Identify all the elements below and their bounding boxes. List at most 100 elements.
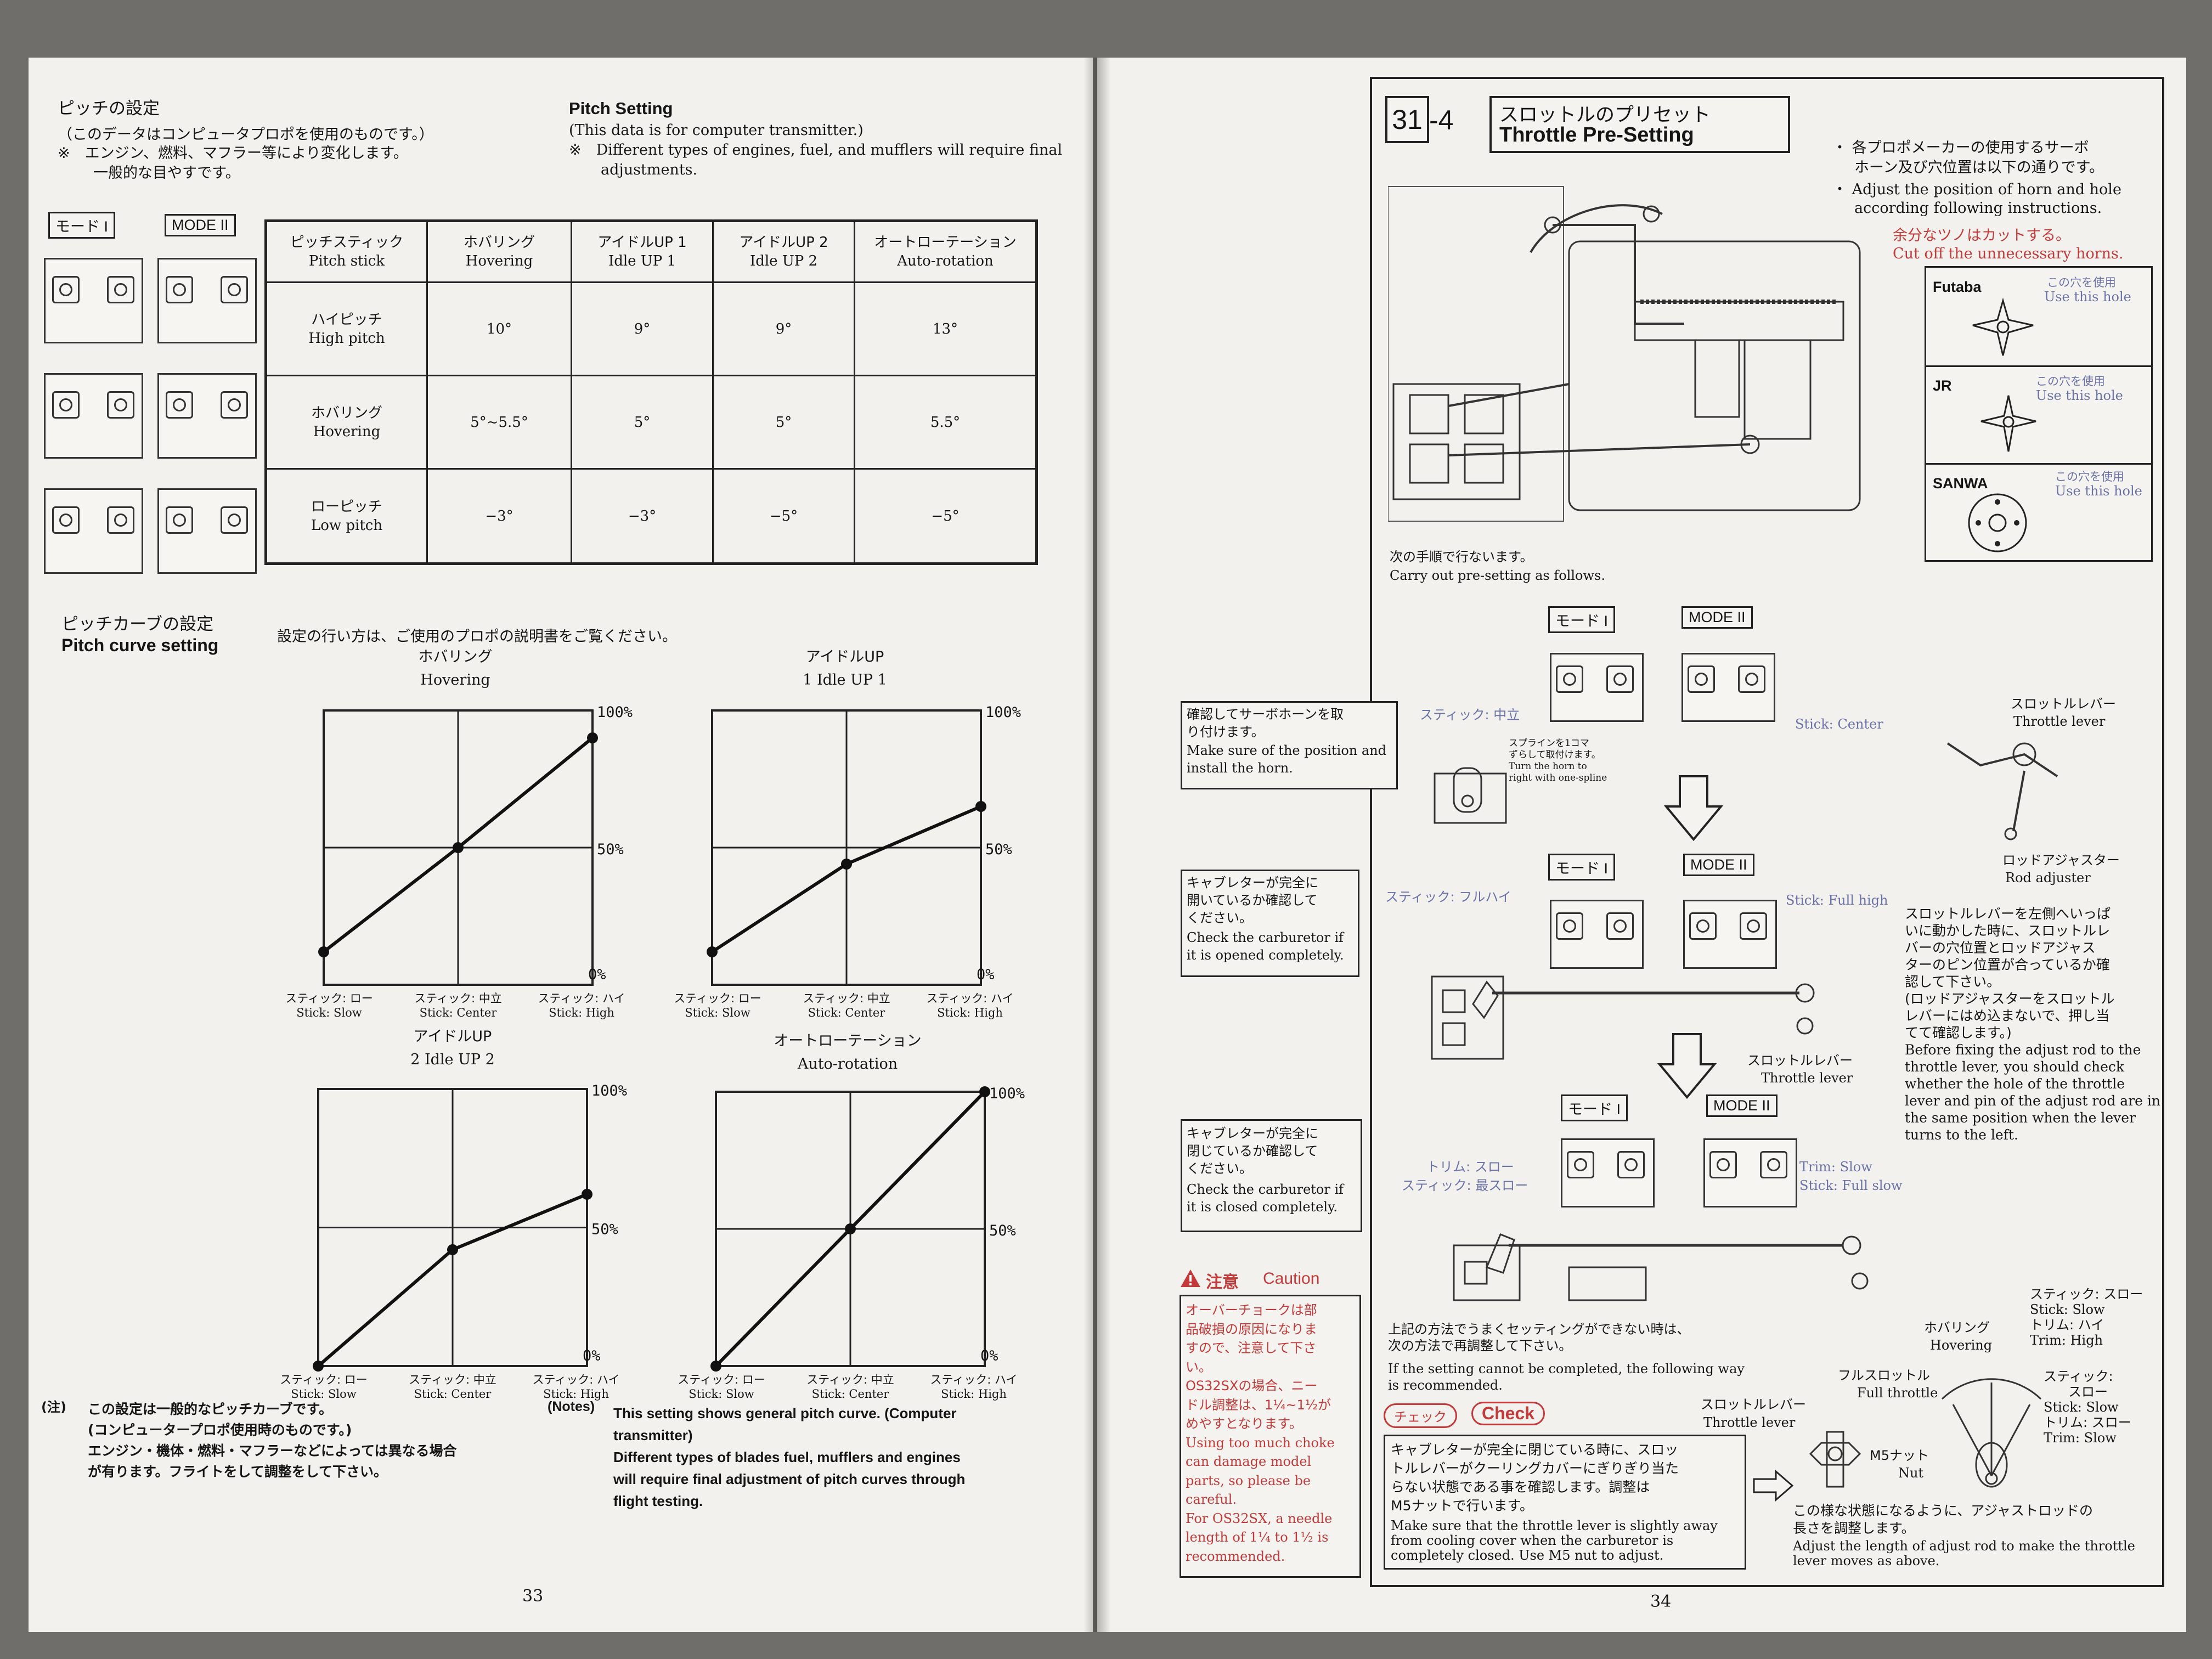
stick-full-high-en: Stick: Full high [1786,893,1888,908]
section-title-box: スロットルのプリセット Throttle Pre-Setting [1489,96,1790,153]
sanwa-horn-icon [1968,493,2027,552]
section-number: 31 [1385,96,1429,143]
chart-x-label-en: Stick: High [941,1387,1007,1401]
chart-x-label-jp: スティック: 中立 [414,992,502,1005]
down-arrow-icon [1663,775,1724,842]
throttle-lever-illustration [1946,742,2058,840]
step3-mode2-label: MODE II [1706,1094,1778,1117]
pitch-note2-jp: ※ エンジン、燃料、マフラー等により変化します。 [58,145,408,162]
transmitter-icon [1550,653,1644,722]
page-number-left: 33 [522,1587,544,1606]
bullet1b-jp: ホーン及び穴位置は以下の通りです。 [1854,159,2104,176]
transmitter-icon [44,258,143,343]
chart-x-label-en: Stick: High [543,1387,609,1401]
notes-label-jp: (注) [41,1400,66,1415]
chart-x-label-en: Stick: Center [808,1006,886,1019]
chart-x-label-en: Stick: Slow [291,1387,357,1401]
chart-title-jp: ホバリング [419,648,493,665]
chart-title-jp: アイドルUP [414,1028,492,1045]
hover-jp: ホバリング [1924,1320,1990,1335]
procedure-en: Carry out pre-setting as follows. [1390,568,1605,583]
chart-title-en: 2 Idle UP 2 [410,1051,495,1068]
cut-jp: 余分なツノはカットする。 [1893,227,2070,244]
transmitter-icon [44,488,143,574]
caution-en: Caution [1263,1269,1320,1288]
chart-point [979,1086,990,1097]
brand-futaba: Futaba [1933,279,1982,295]
chart-y-label: 0% [583,1347,601,1364]
chart-title-en: Hovering [420,672,490,689]
m5-nut-illustration [1809,1431,1861,1488]
chart-x-label-jp: スティック: 中立 [803,992,890,1005]
chart-x-label-jp: スティック: ハイ [532,1373,619,1386]
final-jp: この様な状態になるように、アジャストロッドの長さを調整します。 [1793,1503,2094,1536]
chart-x-label-jp: スティック: ロー [285,992,373,1005]
retry-en: If the setting cannot be completed, the … [1388,1361,1745,1393]
m5-nut-jp: M5ナット [1870,1448,1929,1463]
transmitter-icon [157,373,257,459]
hover-en: Hovering [1930,1338,1993,1353]
throttle-lever-jp: スロットルレバー [1747,1053,1853,1068]
procedure-jp: 次の手順で行ないます。 [1390,549,1533,565]
book-spine [1084,58,1111,1632]
stick-full-slow-en: Stick: Full slow [1799,1178,1903,1193]
spline-note: スプラインを1コマ ずらして取付けます。 Turn the horn to ri… [1509,738,1607,783]
chart-x-label-en: Stick: High [937,1006,1003,1019]
caution-box: オーバーチョークは部品破損の原因になりますので、注意して下さい。OS32SXの場… [1180,1295,1361,1578]
curve-title-en: Pitch curve setting [61,635,219,655]
step1-mode2-label: MODE II [1681,606,1753,629]
pitch-note1-en: (This data is for computer transmitter.) [569,122,864,139]
chart-point [707,946,718,957]
chart-title-jp: オートローテーション [774,1032,921,1049]
chart-x-label-jp: スティック: 中立 [409,1373,496,1386]
right-arrow-icon [1753,1469,1794,1502]
step3-mode1-label: モード I [1561,1094,1628,1121]
trim-slow-en: Trim: Slow [1799,1159,1872,1175]
chart-point [447,1244,458,1255]
right-throttle-lever-jp: スロットルレバー [2011,696,2116,712]
curve-note-jp: 設定の行い方は、ご使用のプロポの説明書をご覧ください。 [277,628,677,645]
throttle-lever-en: Throttle lever [1761,1070,1853,1086]
throttle-linkage-closed [1453,1233,1869,1301]
page-number-right: 34 [1650,1592,1672,1611]
futaba-horn-icon [1972,297,2034,356]
full-throttle-jp: フルスロットル [1838,1368,1930,1383]
pitch-note3-en: adjustments. [601,161,698,178]
step2-box: キャブレターが完全に 開いているか確認して ください。 Check the ca… [1181,870,1359,977]
step1-box: 確認してサーボホーンを取 り付けます。 Make sure of the pos… [1181,701,1398,789]
chart-x-label-jp: スティック: ロー [674,992,761,1005]
warning-icon [1181,1269,1200,1287]
stick-full-high-jp: スティック: フルハイ [1385,889,1511,905]
curve-title-jp: ピッチカーブの設定 [61,614,214,634]
chart-x-label-jp: スティック: ハイ [538,992,625,1005]
pitch-title-jp: ピッチの設定 [58,99,160,119]
stick-center-en: Stick: Center [1795,716,1883,732]
transmitter-icon [44,373,143,459]
full-throttle-en: Full throttle [1857,1385,1938,1401]
chart-point [975,801,986,812]
chart-x-label-jp: スティック: ロー [678,1373,765,1386]
chart-x-label-en: Stick: Slow [296,1006,362,1019]
chart-point [313,1361,324,1372]
chart-point [845,1223,856,1234]
jr-horn-icon [1980,395,2036,452]
chart-title-en: Auto-rotation [797,1056,898,1073]
transmitter-icon [1561,1138,1655,1207]
chart-x-label-jp: スティック: 中立 [806,1373,894,1386]
chart-y-label: 50% [591,1221,618,1238]
pitch-title-en: Pitch Setting [569,99,673,118]
step2-mode1-label: モード I [1548,854,1616,881]
step1-mode1-label: モード I [1548,606,1616,633]
chart-title-en: 1 Idle UP 1 [803,672,887,689]
chart-y-label: 100% [591,1082,627,1099]
section-sub: -4 [1429,105,1454,136]
chart-point [453,842,464,853]
chart-x-label-jp: スティック: ハイ [930,1373,1017,1386]
